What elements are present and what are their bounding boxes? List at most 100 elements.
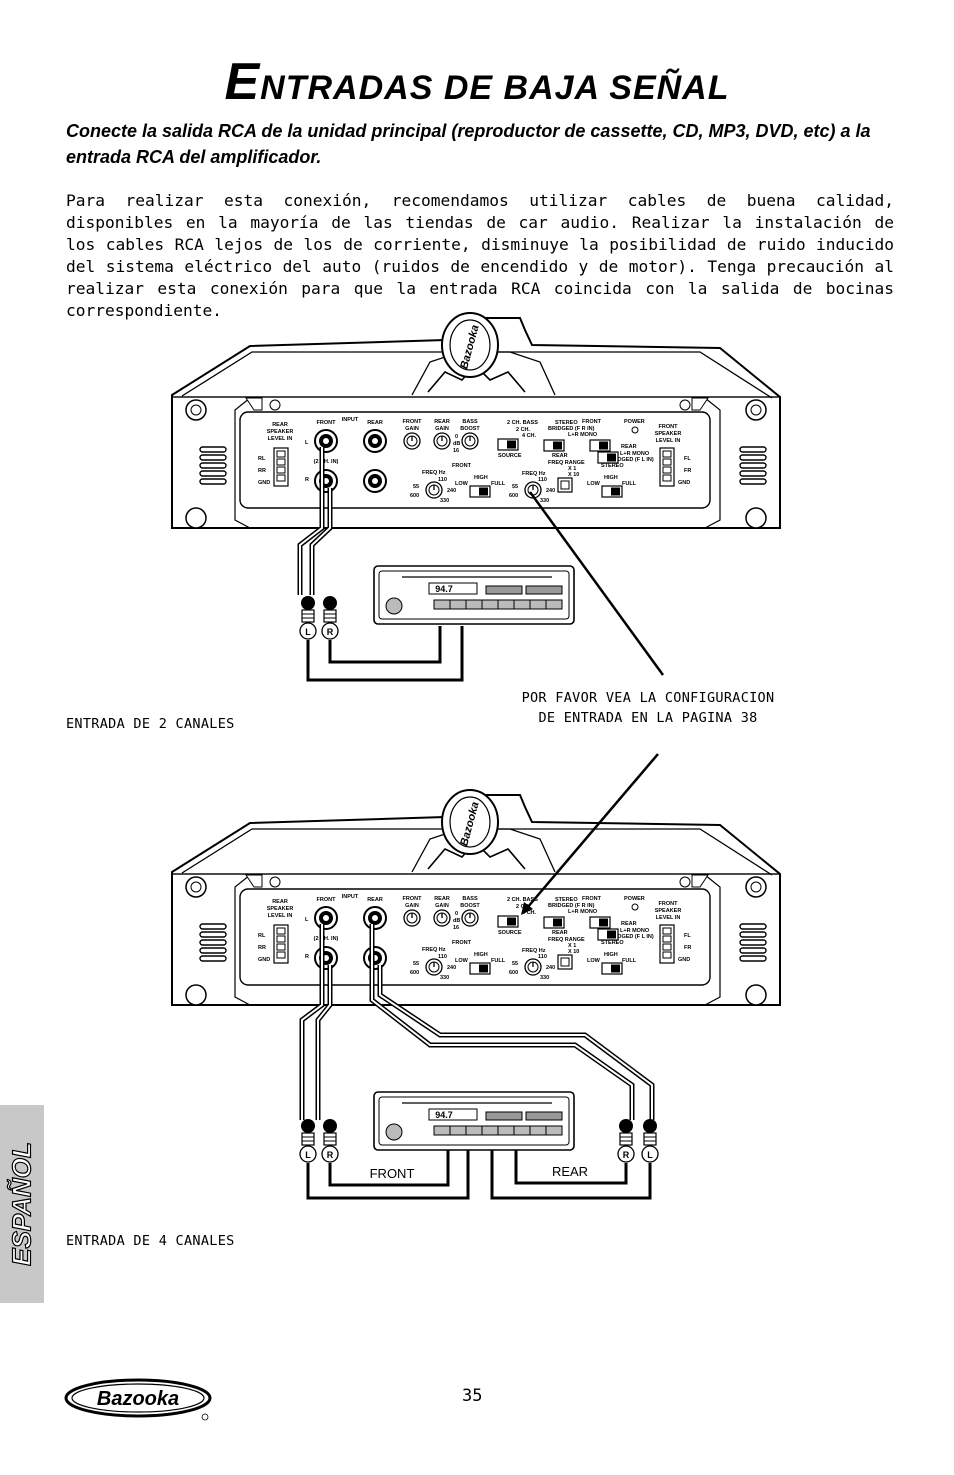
svg-text:LOW: LOW — [587, 958, 601, 964]
note-see-page: POR FAVOR VEA LA CONFIGURACION DE ENTRAD… — [521, 690, 775, 726]
svg-text:GAIN: GAIN — [435, 903, 449, 909]
svg-text:L: L — [305, 1150, 311, 1160]
svg-text:FULL: FULL — [622, 481, 637, 487]
svg-text:LOW: LOW — [587, 481, 601, 487]
svg-text:BASS: BASS — [462, 896, 478, 902]
svg-text:FRONT: FRONT — [659, 424, 679, 430]
svg-text:BOOST: BOOST — [460, 426, 480, 432]
svg-text:600: 600 — [509, 970, 518, 976]
svg-text:FULL: FULL — [491, 481, 506, 487]
language-tab: ESPAÑOL — [0, 1105, 44, 1303]
amplifier-top: Bazooka REAR SPEAKER LEVEL IN RL RR GND … — [171, 312, 781, 529]
svg-text:dB: dB — [453, 441, 460, 447]
svg-text:FRONT: FRONT — [317, 420, 337, 426]
svg-text:GND: GND — [258, 957, 270, 963]
svg-text:55: 55 — [413, 484, 419, 490]
svg-text:RR: RR — [258, 468, 266, 474]
svg-text:POWER: POWER — [624, 419, 645, 425]
svg-text:FREQ Hz: FREQ Hz — [522, 471, 546, 477]
svg-text:X 1: X 1 — [568, 466, 576, 472]
svg-text:SPEAKER: SPEAKER — [655, 908, 682, 914]
svg-text:L: L — [305, 917, 309, 923]
svg-text:110: 110 — [438, 954, 447, 960]
svg-text:2 CH.: 2 CH. — [516, 427, 531, 433]
svg-text:STEREO: STEREO — [555, 897, 578, 903]
amplifier-bottom: Bazooka REAR SPEAKER LEVEL IN RL RR GND … — [171, 789, 781, 1006]
svg-text:110: 110 — [538, 477, 547, 483]
svg-text:2 CH. BASS: 2 CH. BASS — [507, 897, 538, 903]
svg-text:L+R MONO: L+R MONO — [568, 432, 598, 438]
svg-text:GAIN: GAIN — [405, 903, 419, 909]
svg-text:RL: RL — [258, 456, 266, 462]
svg-text:FREQ RANGE: FREQ RANGE — [548, 937, 585, 943]
svg-text:240: 240 — [546, 965, 555, 971]
svg-text:LEVEL IN: LEVEL IN — [268, 436, 293, 442]
svg-text:FRONT: FRONT — [659, 901, 679, 907]
svg-text:55: 55 — [413, 961, 419, 967]
svg-text:R: R — [305, 954, 309, 960]
svg-text:600: 600 — [410, 970, 419, 976]
svg-text:240: 240 — [447, 965, 456, 971]
svg-text:FRONT: FRONT — [452, 463, 472, 469]
svg-text:L: L — [305, 440, 309, 446]
svg-text:600: 600 — [410, 493, 419, 499]
svg-text:FRONT: FRONT — [582, 896, 602, 902]
svg-text:X 1: X 1 — [568, 943, 576, 949]
svg-text:FRONT: FRONT — [403, 419, 423, 425]
svg-text:55: 55 — [512, 961, 518, 967]
svg-text:FL: FL — [684, 933, 691, 939]
svg-text:330: 330 — [540, 975, 549, 981]
svg-text:(2 CH. IN): (2 CH. IN) — [314, 936, 339, 942]
svg-text:240: 240 — [447, 488, 456, 494]
svg-text:GND: GND — [258, 480, 270, 486]
svg-text:330: 330 — [540, 498, 549, 504]
svg-text:16: 16 — [453, 448, 459, 454]
svg-text:BRIDGED (F R IN): BRIDGED (F R IN) — [548, 426, 595, 432]
front-label: FRONT — [370, 1166, 415, 1181]
svg-text:REAR: REAR — [621, 444, 637, 450]
svg-text:STEREO: STEREO — [601, 940, 624, 946]
svg-text:FULL: FULL — [622, 958, 637, 964]
svg-text:LEVEL IN: LEVEL IN — [656, 915, 681, 921]
svg-text:LOW: LOW — [455, 958, 469, 964]
svg-text:GAIN: GAIN — [435, 426, 449, 432]
svg-text:STEREO: STEREO — [555, 420, 578, 426]
page-title: ENTRADAS DE BAJA SEÑAL — [224, 53, 730, 111]
svg-text:110: 110 — [538, 954, 547, 960]
svg-text:FRONT: FRONT — [317, 897, 337, 903]
svg-text:FRONT: FRONT — [403, 896, 423, 902]
svg-text:L+R MONO: L+R MONO — [620, 928, 650, 934]
svg-text:BRIDGED (F L IN): BRIDGED (F L IN) — [608, 934, 654, 940]
svg-text:REAR: REAR — [272, 899, 288, 905]
svg-text:55: 55 — [512, 484, 518, 490]
wiring-2ch: L R — [297, 447, 665, 682]
svg-text:LEVEL IN: LEVEL IN — [268, 913, 293, 919]
svg-text:BOOST: BOOST — [460, 903, 480, 909]
svg-text:R: R — [623, 1150, 630, 1160]
svg-text:REAR: REAR — [552, 453, 568, 459]
svg-text:GND: GND — [678, 480, 690, 486]
svg-text:STEREO: STEREO — [601, 463, 624, 469]
bazooka-logo: Bazooka — [64, 1378, 212, 1421]
svg-text:330: 330 — [440, 498, 449, 504]
head-unit-display: 94.7 — [435, 584, 453, 594]
svg-text:2 CH. BASS: 2 CH. BASS — [507, 420, 538, 426]
svg-text:0: 0 — [455, 911, 458, 917]
svg-text:REAR: REAR — [367, 420, 383, 426]
svg-text:330: 330 — [440, 975, 449, 981]
svg-text:Bazooka: Bazooka — [97, 1388, 179, 1410]
svg-text:SPEAKER: SPEAKER — [267, 429, 294, 435]
svg-text:X 10: X 10 — [568, 949, 579, 955]
svg-text:FR: FR — [684, 468, 691, 474]
wiring-4ch: L R R L FRONT REAR — [299, 753, 659, 1200]
svg-text:REAR: REAR — [272, 422, 288, 428]
svg-text:94.7: 94.7 — [435, 1110, 453, 1120]
caption-4ch: ENTRADA DE 4 CANALES — [66, 1233, 235, 1249]
svg-text:BRIDGED (F R IN): BRIDGED (F R IN) — [548, 903, 595, 909]
svg-text:16: 16 — [453, 925, 459, 931]
svg-text:FRONT: FRONT — [452, 940, 472, 946]
svg-text:FREQ RANGE: FREQ RANGE — [548, 460, 585, 466]
svg-text:INPUT: INPUT — [342, 417, 359, 423]
svg-text:GND: GND — [678, 957, 690, 963]
